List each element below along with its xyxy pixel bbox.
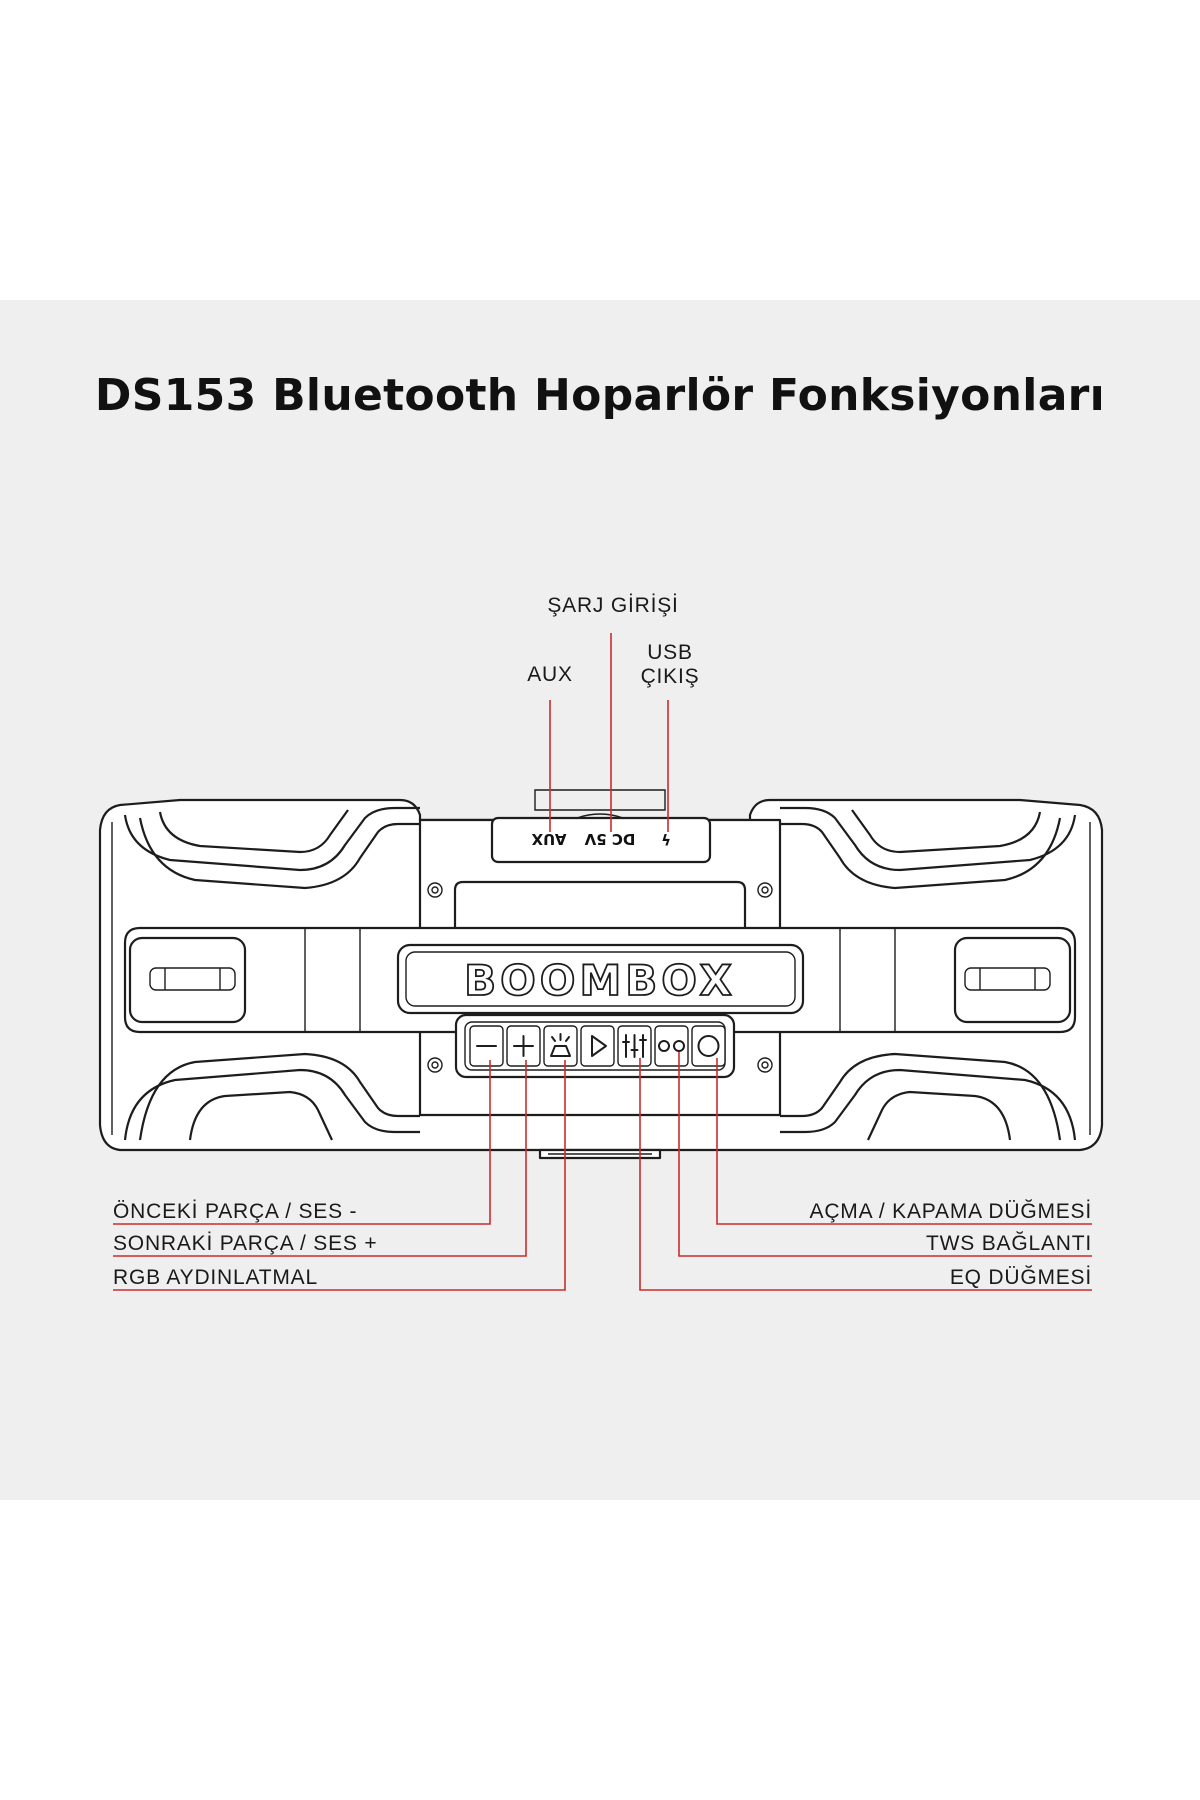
label-aux: AUX (527, 663, 573, 686)
leader-prev-track (113, 1060, 491, 1225)
brand-logo: BOOMBOX (464, 956, 736, 1005)
port-panel: AUX DC 5V ϟ (490, 813, 712, 864)
label-usb-line1: USB (647, 641, 693, 664)
power-button[interactable] (691, 1025, 726, 1067)
leader-eq (639, 1058, 1092, 1291)
tws-link-icon (658, 1040, 685, 1052)
play-icon (591, 1035, 607, 1057)
eq-button[interactable] (617, 1025, 652, 1067)
rgb-light-icon (550, 1033, 571, 1057)
right-grip (953, 936, 1072, 1024)
eq-icon (622, 1034, 647, 1058)
label-usb-line2: ÇIKIŞ (641, 665, 700, 688)
control-button-bar (454, 1013, 736, 1079)
left-grip (128, 936, 247, 1024)
dc-port-label: DC 5V (584, 830, 635, 848)
leader-power (716, 1058, 1092, 1225)
label-charge-input: ŞARJ GİRİŞİ (547, 594, 678, 617)
label-power: AÇMA / KAPAMA DÜĞMESİ (810, 1200, 1092, 1223)
leader-tws (678, 1052, 1092, 1257)
play-pause-button[interactable] (580, 1025, 615, 1067)
label-next-track: SONRAKİ PARÇA / SES + (113, 1232, 377, 1255)
prev-volume-down-button[interactable] (469, 1025, 504, 1067)
leader-rgb (113, 1060, 566, 1291)
aux-port-label: AUX (531, 830, 566, 848)
plus-icon (513, 1035, 534, 1057)
page-title: DS153 Bluetooth Hoparlör Fonksiyonları (94, 370, 1106, 421)
label-eq: EQ DÜĞMESİ (950, 1266, 1092, 1289)
label-rgb: RGB AYDINLATMAL (113, 1266, 318, 1289)
leader-next-track (113, 1060, 527, 1257)
next-volume-up-button[interactable] (506, 1025, 541, 1067)
power-icon (697, 1035, 720, 1057)
tws-button[interactable] (654, 1025, 689, 1067)
label-tws: TWS BAĞLANTI (926, 1232, 1092, 1255)
rgb-light-button[interactable] (543, 1025, 578, 1067)
label-prev-track: ÖNCEKİ PARÇA / SES - (113, 1200, 357, 1223)
usb-port-icon: ϟ (661, 830, 671, 848)
